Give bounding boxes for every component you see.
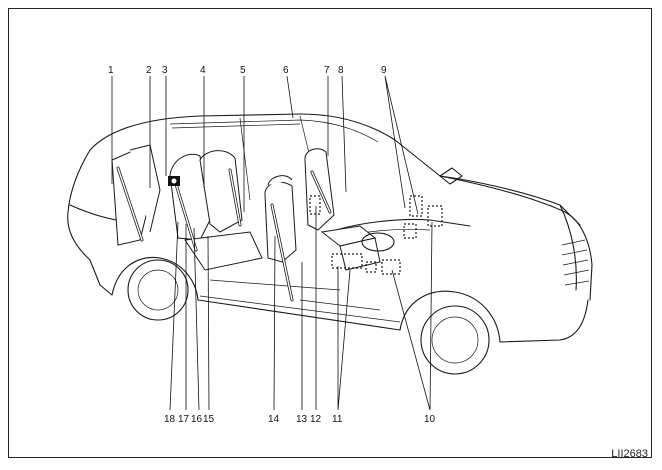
- callout-13: 13: [296, 414, 308, 425]
- callout-labels: 1 2 3 4 5 6 7 8 9 10 11 12 13 14 15 16 1…: [108, 65, 436, 425]
- callout-1: 1: [108, 65, 114, 76]
- callout-10: 10: [424, 414, 436, 425]
- callout-11: 11: [332, 414, 343, 425]
- callout-7: 7: [324, 65, 330, 76]
- steering-wheel: [361, 232, 395, 252]
- callout-17: 17: [178, 414, 190, 425]
- callout-14: 14: [268, 414, 280, 425]
- figure-code: LII2683: [611, 448, 648, 460]
- third-row-seat: [111, 144, 161, 246]
- callout-2: 2: [146, 65, 152, 76]
- sensor-markers: [309, 195, 443, 275]
- seat-belts: [116, 166, 332, 302]
- callout-16: 16: [191, 414, 203, 425]
- callout-8: 8: [338, 65, 344, 76]
- callout-9: 9: [381, 65, 387, 76]
- callout-18: 18: [164, 414, 176, 425]
- child-seat-anchor-icon: [168, 176, 180, 186]
- callout-4: 4: [200, 65, 206, 76]
- callout-6: 6: [283, 65, 289, 76]
- callout-leaders: [111, 75, 433, 411]
- center-console: [320, 225, 381, 271]
- callout-3: 3: [162, 65, 168, 76]
- callout-5: 5: [240, 65, 246, 76]
- callout-12: 12: [310, 414, 322, 425]
- callout-15: 15: [203, 414, 215, 425]
- front-driver-seat: [264, 175, 297, 263]
